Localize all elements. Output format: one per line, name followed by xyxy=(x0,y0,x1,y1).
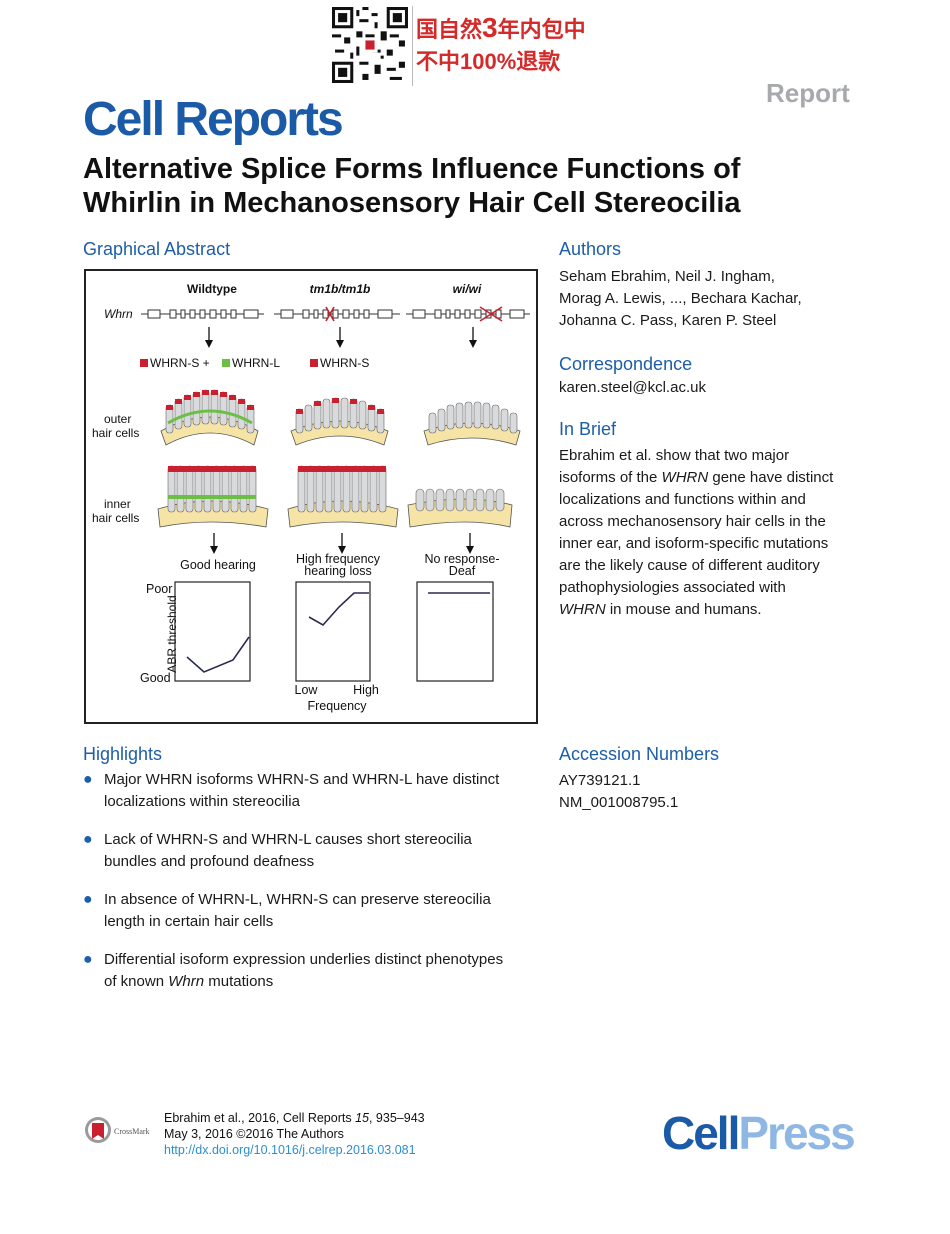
outcome-wildtype: Good hearing xyxy=(180,558,256,572)
col-wi: wi/wi xyxy=(453,282,482,296)
highlights-heading: Highlights xyxy=(83,744,163,764)
correspondence-email[interactable]: karen.steel@kcl.ac.uk xyxy=(559,379,706,396)
gene-label: Whrn xyxy=(104,307,133,321)
accession-heading: Accession Numbers xyxy=(559,744,720,764)
plot-wi xyxy=(416,581,494,682)
highlight-item: ● Differential isoform expression underl… xyxy=(83,951,504,990)
svg-text:CrossMark: CrossMark xyxy=(114,1127,150,1136)
plot-wildtype-line xyxy=(186,636,250,673)
in-brief-heading: In Brief xyxy=(559,419,617,439)
accession-number[interactable]: NM_001008795.1 xyxy=(559,794,679,811)
inner-hair-cell-wildtype xyxy=(157,465,269,528)
ad-banner[interactable]: 国自然3年内包中 不中100%退款 xyxy=(416,12,586,74)
legend-tm1b-whrn-s: WHRN-S xyxy=(320,356,369,370)
journal-name: Cell Reports xyxy=(83,93,344,146)
authors-list: Seham Ebrahim, Neil J. Ingham, Morag A. … xyxy=(559,268,802,329)
gene-schematic xyxy=(141,309,530,319)
outer-hair-cell-tm1b xyxy=(290,397,389,446)
plot-tm1b xyxy=(295,581,371,682)
deletion-mark-tm1b xyxy=(325,306,335,322)
article-title: Alternative Splice Forms Influence Funct… xyxy=(83,153,741,219)
citation-block: Ebrahim et al., 2016, Cell Reports 15, 9… xyxy=(164,1111,425,1157)
graphical-abstract-figure: Wildtype tm1b/tm1b wi/wi Whrn WHRN-S + W… xyxy=(84,269,538,724)
outcome-tm1b-2: hearing loss xyxy=(304,564,371,578)
legend-wt-whrn-l: WHRN-L xyxy=(232,356,280,370)
outer-hair-cell-wi xyxy=(423,401,521,446)
y-bottom-label: Good xyxy=(140,671,171,685)
highlight-item: ● Lack of WHRN-S and WHRN-L causes short… xyxy=(83,831,472,870)
outcome-tm1b-1: High frequency xyxy=(296,552,381,566)
accession-list: AY739121.1 NM_001008795.1 xyxy=(559,770,678,814)
y-top-label: Poor xyxy=(146,582,172,596)
x-high-label: High xyxy=(353,683,379,697)
inner-hair-cell-wi xyxy=(407,488,513,528)
col-wildtype: Wildtype xyxy=(187,282,237,296)
authors-heading: Authors xyxy=(559,239,622,259)
cellpress-logo: CellPress xyxy=(662,1107,856,1159)
highlights-list: ● Major WHRN isoforms WHRN-S and WHRN-L … xyxy=(83,769,553,1009)
crossmark-logo[interactable]: CrossMark xyxy=(84,1115,162,1145)
plot-tm1b-line xyxy=(308,592,369,627)
graphical-abstract-heading: Graphical Abstract xyxy=(83,239,231,259)
article-type: Report xyxy=(766,78,850,108)
legend-wt-whrn-s: WHRN-S + xyxy=(150,356,210,370)
outcome-wi-1: No response- xyxy=(424,552,499,566)
in-brief-text: Ebrahim et al. show that two major isofo… xyxy=(559,447,834,618)
row-inner-label-2: hair cells xyxy=(92,511,139,525)
y-axis-label: ABR threshold xyxy=(165,595,179,672)
row-outer-label-2: hair cells xyxy=(92,426,139,440)
inner-hair-cell-tm1b xyxy=(287,465,399,528)
plot-wildtype xyxy=(174,581,251,682)
ad-divider xyxy=(412,6,413,86)
highlight-item: ● Major WHRN isoforms WHRN-S and WHRN-L … xyxy=(83,771,500,810)
highlight-item: ● In absence of WHRN-L, WHRN-S can prese… xyxy=(83,891,491,930)
row-outer-label-1: outer xyxy=(104,412,131,426)
correspondence-heading: Correspondence xyxy=(559,354,693,374)
outcome-wi-2: Deaf xyxy=(449,564,476,578)
accession-number[interactable]: AY739121.1 xyxy=(559,772,641,789)
qr-code xyxy=(332,7,408,83)
col-tm1b: tm1b/tm1b xyxy=(310,282,371,296)
deletion-mark-wi xyxy=(479,306,503,322)
x-axis-label: Frequency xyxy=(307,699,367,713)
doi-link[interactable]: http://dx.doi.org/10.1016/j.celrep.2016.… xyxy=(164,1143,416,1157)
x-low-label: Low xyxy=(295,683,319,697)
outer-hair-cell-wildtype xyxy=(160,389,259,446)
row-inner-label-1: inner xyxy=(104,497,131,511)
